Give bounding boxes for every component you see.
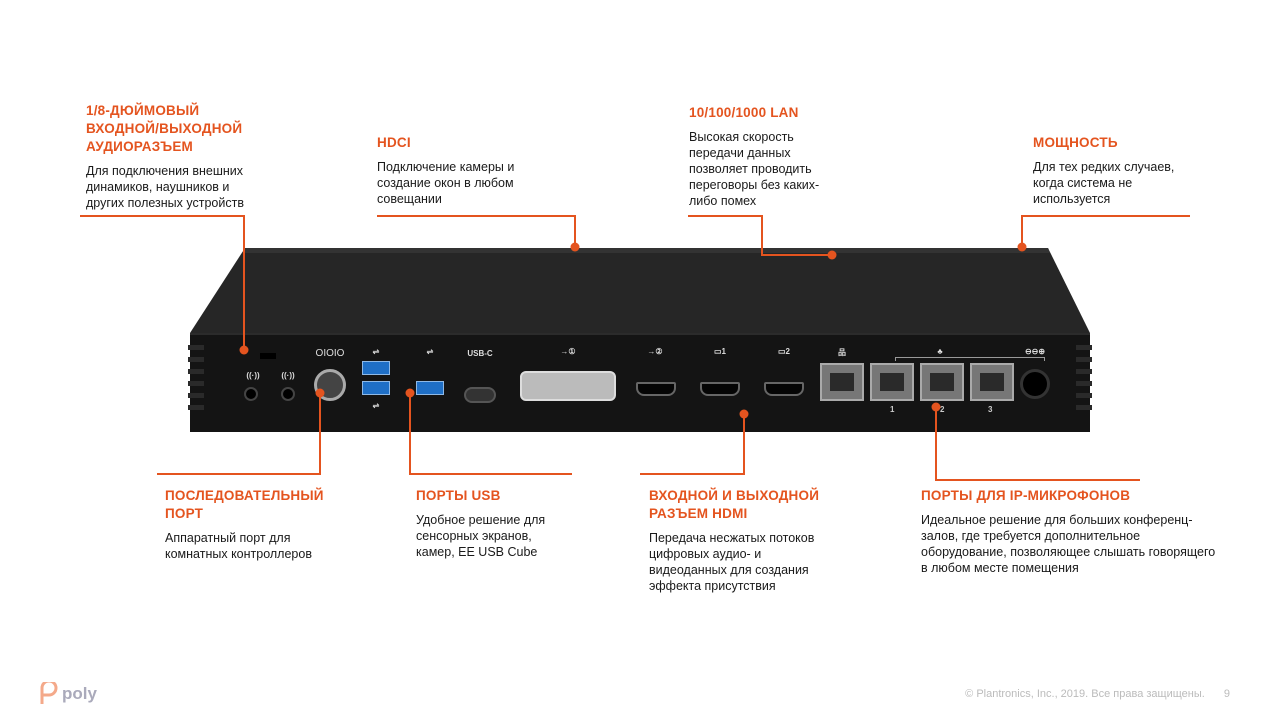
audio-in-jack <box>281 387 295 401</box>
leader-line <box>761 254 833 256</box>
power-icon: ⊖⊖⊕ <box>1024 347 1046 356</box>
lan-port <box>820 363 864 401</box>
leader-line <box>243 215 245 350</box>
usbc-label: USB-C <box>467 349 493 358</box>
hdmi-in-port <box>636 382 676 396</box>
annotation-audio: 1/8-ДЮЙМОВЫЙ ВХОДНОЙ/ВЫХОДНОЙ АУДИОРАЗЪЕ… <box>86 102 266 211</box>
leader-dot <box>315 388 325 398</box>
mic-port-number: 3 <box>988 405 993 414</box>
annotation-power: МОЩНОСТЬ Для тех редких случаев, когда с… <box>1033 134 1193 207</box>
display-1-icon: ▭1 <box>713 347 727 356</box>
audio-in-icon: ((·)) <box>281 371 295 380</box>
device-rear-panel: ((·)) ((·)) OIOIO ⇌ ⇌ ⇌ USB-C →① →② ▭1 ▭… <box>188 333 1092 432</box>
annotation-text: Для тех редких случаев, когда система не… <box>1033 160 1175 206</box>
audio-out-jack <box>244 387 258 401</box>
annotation-text: Высокая скорость передачи данных позволя… <box>689 130 820 208</box>
copyright: © Plantronics, Inc., 2019. Все права защ… <box>965 688 1205 700</box>
mic-port <box>970 363 1014 401</box>
annotation-text: Для подключения внешних динамиков, наушн… <box>86 164 244 210</box>
annotation-serial: ПОСЛЕДОВАТЕЛЬНЫЙ ПОРТ Аппаратный порт дл… <box>165 487 345 562</box>
annotation-lan: 10/100/1000 LAN Высокая скорость передач… <box>689 104 839 209</box>
leader-line <box>688 215 763 217</box>
mic-port-number: 1 <box>890 405 895 414</box>
leader-dot <box>1017 242 1027 252</box>
poly-logo-icon <box>40 682 58 704</box>
leader-line <box>743 414 745 475</box>
annotation-text: Идеальное решение для больших конференц-… <box>921 513 1216 575</box>
annotation-title: 10/100/1000 LAN <box>689 105 799 120</box>
annotation-title: 1/8-ДЮЙМОВЫЙ ВХОДНОЙ/ВЫХОДНОЙ АУДИОРАЗЪЕ… <box>86 103 243 154</box>
hdci-port <box>520 371 616 401</box>
hdmi-out-port <box>700 382 740 396</box>
usb-port <box>362 381 390 395</box>
leader-line <box>1022 215 1190 217</box>
leader-dot <box>931 402 941 412</box>
leader-dot <box>570 242 580 252</box>
network-icon: 品 <box>838 348 846 357</box>
hdmi-out-port <box>764 382 804 396</box>
power-jack <box>1020 369 1050 399</box>
leader-dot <box>239 345 249 355</box>
mic-group-bracket <box>895 357 1045 361</box>
annotation-title: ВХОДНОЙ И ВЫХОДНОЙ РАЗЪЕМ HDMI <box>649 488 820 521</box>
leader-line <box>319 393 321 475</box>
usb-icon: ⇌ <box>372 347 380 356</box>
leader-line <box>935 479 1140 481</box>
device-lid <box>190 248 1090 333</box>
annotation-title: ПОСЛЕДОВАТЕЛЬНЫЙ ПОРТ <box>165 488 324 521</box>
mic-port-number: 2 <box>940 405 945 414</box>
mic-port <box>870 363 914 401</box>
leader-line <box>409 393 411 475</box>
leader-line <box>640 473 745 475</box>
camera-input-icon: →① <box>560 347 576 356</box>
annotation-title: ПОРТЫ USB <box>416 488 501 503</box>
leader-line <box>761 215 763 256</box>
mic-port <box>920 363 964 401</box>
annotation-text: Подключение камеры и создание окон в люб… <box>377 160 515 206</box>
usb-port <box>362 361 390 375</box>
leader-line <box>409 473 572 475</box>
leader-line <box>80 215 245 217</box>
annotation-hdci: HDCI Подключение камеры и создание окон … <box>377 134 522 207</box>
annotation-text: Удобное решение для сенсорных экранов, к… <box>416 513 546 559</box>
annotation-title: HDCI <box>377 135 411 150</box>
annotation-title: МОЩНОСТЬ <box>1033 135 1118 150</box>
audio-out-icon: ((·)) <box>246 371 260 380</box>
usb-port <box>416 381 444 395</box>
leader-dot <box>827 250 837 260</box>
page-number: 9 <box>1223 688 1230 700</box>
leader-line <box>377 215 576 217</box>
logo-text: poly <box>62 684 97 703</box>
display-2-icon: ▭2 <box>777 347 791 356</box>
annotation-hdmi: ВХОДНОЙ И ВЫХОДНОЙ РАЗЪЕМ HDMI Передача … <box>649 487 839 594</box>
usb-icon: ⇌ <box>372 401 380 410</box>
usb-icon: ⇌ <box>426 347 434 356</box>
footer: © Plantronics, Inc., 2019. Все права защ… <box>965 688 1230 700</box>
usbc-port <box>464 387 496 403</box>
annotation-usb: ПОРТЫ USB Удобное решение для сенсорных … <box>416 487 566 560</box>
leader-line <box>935 407 937 481</box>
hdmi-input-icon: →② <box>647 347 663 356</box>
leader-dot <box>405 388 415 398</box>
poly-logo: poly <box>38 682 97 706</box>
leader-dot <box>739 409 749 419</box>
annotation-text: Передача несжатых потоков цифровых аудио… <box>649 531 815 593</box>
leader-line <box>1021 215 1023 247</box>
mic-icon: ♣ <box>937 347 943 356</box>
leader-line <box>157 473 321 475</box>
annotation-mic: ПОРТЫ ДЛЯ IP-МИКРОФОНОВ Идеальное решени… <box>921 487 1221 576</box>
lock-slot <box>260 353 276 359</box>
annotation-text: Аппаратный порт для комнатных контроллер… <box>165 531 312 561</box>
annotation-title: ПОРТЫ ДЛЯ IP-МИКРОФОНОВ <box>921 488 1131 503</box>
serial-label: OIOIO <box>315 348 345 359</box>
leader-line <box>574 215 576 247</box>
